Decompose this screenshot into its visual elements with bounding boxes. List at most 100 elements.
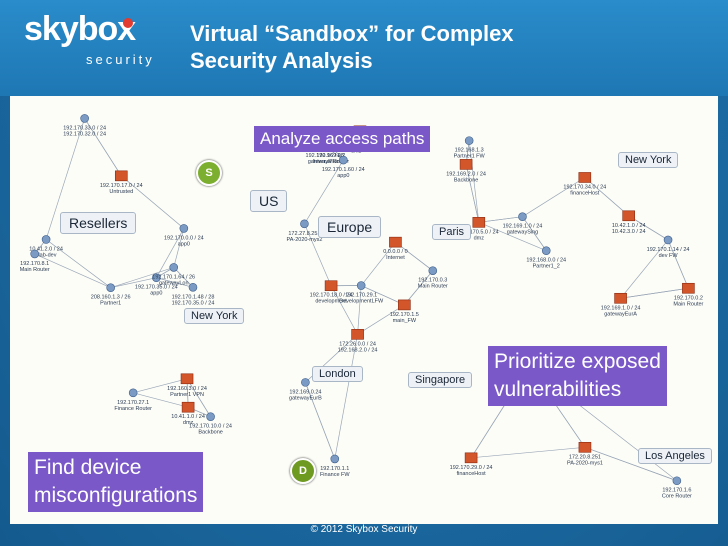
network-node-icon[interactable] — [128, 388, 138, 398]
network-link — [404, 270, 434, 306]
logo-dot-icon — [123, 18, 133, 28]
network-node-icon[interactable] — [41, 235, 51, 244]
firewall-icon[interactable] — [459, 159, 473, 170]
network-node-label: DevelopmentLFW — [339, 299, 384, 305]
firewall-icon[interactable] — [180, 373, 194, 385]
network-node-label: 192.169.1.0 / 24 — [503, 224, 543, 230]
network-node-label: financeHost — [457, 471, 487, 477]
network-node-icon[interactable] — [339, 155, 348, 165]
network-node-label: gatewayEurB — [289, 395, 322, 401]
network-node-icon[interactable] — [428, 266, 438, 275]
network-node-label: 172.27.8.251 — [288, 231, 320, 237]
network-node-label: dmz — [474, 235, 485, 241]
network-node-icon[interactable] — [663, 235, 673, 245]
firewall-icon[interactable] — [578, 441, 592, 453]
network-node-label: Partner1_2 — [533, 264, 560, 270]
network-link — [478, 216, 523, 223]
zone-london[interactable]: London — [312, 366, 363, 382]
firewall-icon[interactable] — [682, 282, 695, 294]
firewall-icon[interactable] — [614, 292, 627, 304]
network-link — [522, 216, 547, 251]
network-node-label: 192.160.3.0 / 24 — [167, 386, 207, 392]
logo-wordmark: skybox — [24, 10, 136, 48]
badge-s[interactable]: S — [196, 160, 222, 186]
network-node-label: 192.168.2.0 / 24 — [338, 347, 378, 353]
callout-analyze-paths: Analyze access paths — [254, 126, 431, 152]
network-node-icon[interactable] — [541, 246, 551, 255]
network-node-icon[interactable] — [106, 283, 115, 292]
network-link — [465, 164, 480, 223]
network-link — [186, 378, 211, 417]
network-node-label: app0 — [150, 291, 162, 297]
title-line-2: Security Analysis — [190, 48, 373, 73]
network-link — [133, 392, 189, 408]
zone-los-angeles[interactable]: Los Angeles — [638, 448, 712, 464]
network-node-label: 10.41.1.0 / 24 — [171, 414, 205, 420]
network-link — [133, 378, 188, 394]
zone-singapore[interactable]: Singapore — [408, 372, 473, 388]
network-node-label: PA-2020-mys2 — [286, 237, 322, 243]
zone-us[interactable]: US — [250, 190, 288, 212]
zone-europe[interactable]: Europe — [318, 216, 382, 238]
network-node-label: dev FW — [659, 253, 679, 259]
network-node-icon[interactable] — [300, 219, 309, 229]
network-node-label: 192.170.33.0 / 24 — [63, 125, 106, 131]
zone-resellers[interactable]: Resellers — [60, 212, 137, 234]
firewall-icon[interactable] — [389, 236, 402, 248]
network-node-icon[interactable] — [188, 282, 198, 292]
network-node-icon[interactable] — [169, 263, 179, 272]
network-node-icon[interactable] — [356, 281, 366, 290]
callout-find-line-2: misconfigurations — [34, 484, 198, 507]
network-node-label: Finance FW — [320, 472, 350, 478]
footer-copyright: © 2012 Skybox Security — [310, 524, 418, 535]
network-node-label: 192.170.34.0 / 24 — [563, 184, 606, 190]
network-node-icon[interactable] — [179, 224, 189, 233]
network-node-label: 192.168.1.3 — [455, 148, 484, 154]
zone-new-york-top[interactable]: New York — [618, 152, 679, 168]
network-node-label: PA-2020-mys1 — [567, 460, 603, 466]
network-link — [357, 285, 362, 335]
network-node-label: 192.170.29.0 / 24 — [450, 465, 493, 471]
network-node-label: Core Router — [662, 494, 692, 500]
network-node-icon[interactable] — [30, 249, 39, 259]
network-node-label: 192.170.1.14 / 24 — [647, 247, 690, 253]
network-node-label: 192.170.0.0 / 24 — [164, 235, 204, 241]
firewall-icon[interactable] — [351, 329, 364, 340]
network-link — [156, 228, 185, 278]
firewall-icon[interactable] — [398, 299, 411, 311]
network-node-label: 172.26.0.0 / 24 — [339, 341, 376, 347]
firewall-icon[interactable] — [181, 401, 195, 413]
zone-paris[interactable]: Paris — [432, 224, 472, 240]
firewall-icon[interactable] — [324, 280, 338, 292]
network-node-label: 192.170.35.0 / 24 — [172, 300, 215, 306]
network-link — [584, 446, 677, 482]
network-node-icon[interactable] — [518, 212, 527, 221]
network-node-icon[interactable] — [464, 136, 474, 145]
network-node-label: 192.170.1.5 — [390, 312, 419, 318]
firewall-icon[interactable] — [472, 217, 486, 228]
network-node-label: slab-dev — [36, 252, 57, 258]
network-node-label: Main Router — [673, 301, 703, 307]
network-node-icon[interactable] — [152, 273, 161, 282]
network-link — [361, 285, 405, 306]
network-node-label: Internet — [386, 255, 405, 261]
firewall-icon[interactable] — [622, 210, 635, 222]
network-node-label: financeHost — [570, 190, 600, 196]
network-node-icon[interactable] — [301, 378, 310, 387]
network-node-label: 192.170.1.48 / 28 — [172, 294, 215, 300]
badge-d[interactable]: D — [290, 458, 316, 484]
network-link — [34, 253, 111, 289]
network-node-icon[interactable] — [672, 476, 682, 486]
network-node-label: Main Router — [418, 284, 448, 290]
firewall-icon[interactable] — [578, 172, 592, 183]
network-node-icon[interactable] — [80, 114, 89, 123]
network-link — [304, 223, 332, 286]
network-node-icon[interactable] — [330, 454, 340, 464]
firewall-icon[interactable] — [114, 170, 128, 182]
zone-new-york-mid[interactable]: New York — [184, 308, 245, 324]
network-node-icon[interactable] — [206, 412, 215, 421]
network-node-label: 192.170.18.0 / 24 — [310, 293, 353, 299]
callout-prioritize-line-1: Prioritize exposed — [494, 350, 661, 373]
firewall-icon[interactable] — [464, 452, 478, 464]
network-link — [330, 285, 358, 335]
